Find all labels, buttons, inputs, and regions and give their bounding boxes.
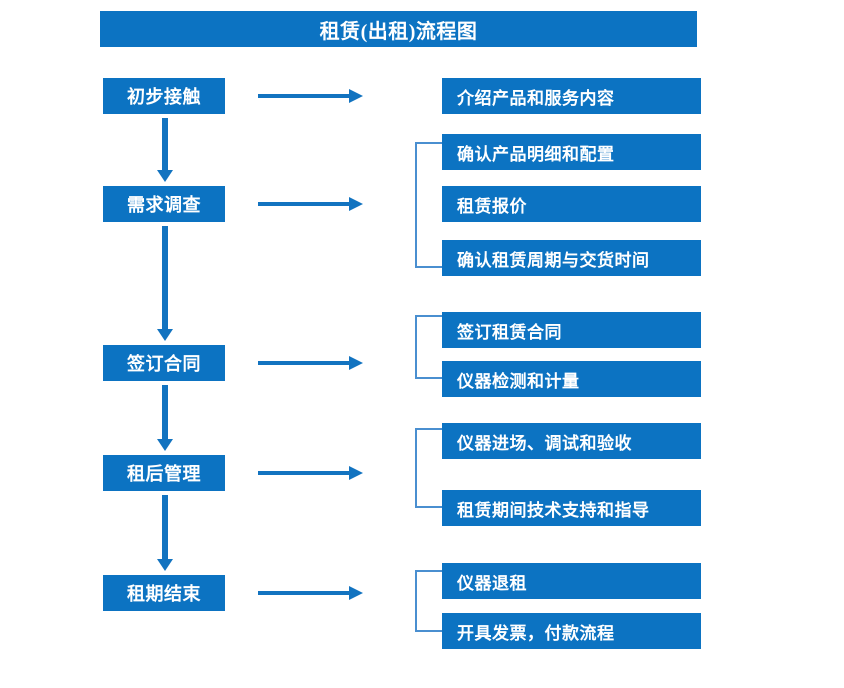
arrow-shaft	[258, 202, 350, 206]
arrow-head	[157, 559, 173, 571]
arrow-head	[349, 466, 363, 480]
arrow-head	[157, 439, 173, 451]
group-bracket-stage-3	[415, 315, 442, 379]
group-bracket-stage-4	[415, 428, 442, 508]
arrow-shaft	[258, 471, 350, 475]
detail-box-10[interactable]: 开具发票，付款流程	[442, 613, 701, 649]
horizontal-arrow-stage-5	[258, 586, 363, 600]
arrow-shaft	[162, 226, 168, 329]
stage-box-3[interactable]: 签订合同	[103, 345, 225, 381]
stage-box-5[interactable]: 租期结束	[103, 575, 225, 611]
group-bracket-stage-2	[415, 142, 442, 268]
arrow-head	[349, 356, 363, 370]
vertical-arrow-2-to-3	[157, 226, 173, 341]
detail-box-5[interactable]: 签订租赁合同	[442, 312, 701, 348]
detail-box-1[interactable]: 介绍产品和服务内容	[442, 78, 701, 114]
arrow-head	[349, 89, 363, 103]
detail-box-3[interactable]: 租赁报价	[442, 186, 701, 222]
stage-box-1[interactable]: 初步接触	[103, 78, 225, 114]
group-bracket-stage-5	[415, 570, 442, 632]
detail-box-4[interactable]: 确认租赁周期与交货时间	[442, 240, 701, 276]
arrow-shaft	[258, 94, 350, 98]
detail-box-9[interactable]: 仪器退租	[442, 563, 701, 599]
arrow-head	[157, 170, 173, 182]
detail-box-6[interactable]: 仪器检测和计量	[442, 361, 701, 397]
arrow-head	[349, 197, 363, 211]
vertical-arrow-1-to-2	[157, 118, 173, 182]
arrow-shaft	[162, 385, 168, 439]
arrow-head	[157, 329, 173, 341]
detail-box-8[interactable]: 租赁期间技术支持和指导	[442, 490, 701, 526]
chart-title: 租赁(出租)流程图	[100, 11, 697, 47]
stage-box-4[interactable]: 租后管理	[103, 455, 225, 491]
detail-box-2[interactable]: 确认产品明细和配置	[442, 134, 701, 170]
vertical-arrow-3-to-4	[157, 385, 173, 451]
arrow-shaft	[162, 118, 168, 170]
vertical-arrow-4-to-5	[157, 495, 173, 571]
arrow-shaft	[162, 495, 168, 559]
detail-box-7[interactable]: 仪器进场、调试和验收	[442, 423, 701, 459]
stage-box-2[interactable]: 需求调查	[103, 186, 225, 222]
horizontal-arrow-stage-2	[258, 197, 363, 211]
arrow-shaft	[258, 591, 350, 595]
arrow-head	[349, 586, 363, 600]
horizontal-arrow-stage-4	[258, 466, 363, 480]
arrow-shaft	[258, 361, 350, 365]
horizontal-arrow-stage-1	[258, 89, 363, 103]
horizontal-arrow-stage-3	[258, 356, 363, 370]
